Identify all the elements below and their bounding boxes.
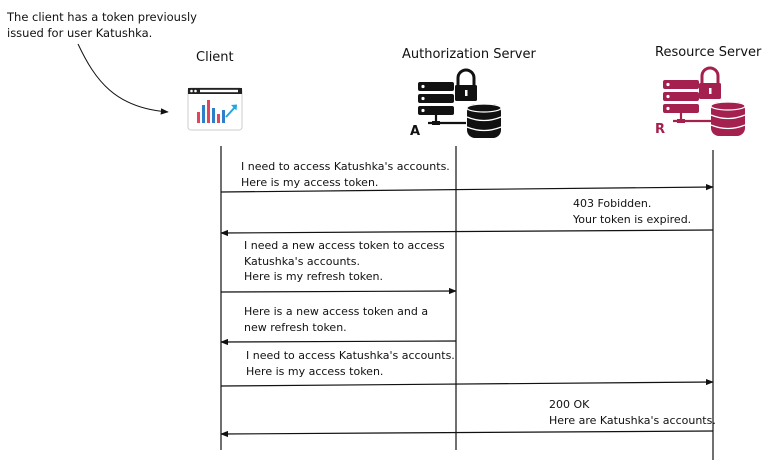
note-line: issued for user Katushka. (7, 26, 153, 40)
note-pointer-line (77, 43, 169, 115)
message-arrow (220, 338, 457, 346)
message-arrow (220, 430, 714, 438)
message-arrow (220, 183, 714, 193)
auth-server-icon (418, 68, 502, 138)
message-text: new refresh token. (244, 321, 347, 334)
client-label: Client (196, 50, 234, 65)
message-text: I need a new access token to access (244, 239, 445, 252)
note-line: The client has a token previously (7, 10, 197, 24)
message-text: Katushka's accounts. (244, 255, 360, 268)
message-arrow (220, 229, 714, 237)
message-text: I need to access Katushka's accounts. (241, 160, 450, 173)
auth-server-label: Authorization Server (402, 47, 536, 62)
resource-server-badge: R (655, 122, 666, 137)
message-arrow (220, 287, 457, 295)
resource-server-label: Resource Server (655, 45, 762, 60)
message-text: 403 Fobidden. (573, 197, 652, 210)
message-text: Here are Katushka's accounts. (549, 414, 716, 427)
message-text: Here is a new access token and a (244, 305, 429, 318)
message-text: Your token is expired. (573, 213, 692, 226)
message-text: Here is my access token. (246, 365, 384, 378)
resource-server-icon (663, 66, 746, 136)
auth-server-badge: A (410, 124, 421, 139)
message-text: I need to access Katushka's accounts. (246, 349, 455, 362)
message-arrow (220, 378, 714, 387)
message-text: 200 OK (549, 398, 590, 411)
message-text: Here is my access token. (241, 176, 379, 189)
message-text: Here is my refresh token. (244, 270, 384, 283)
browser-chart-icon (187, 87, 243, 131)
